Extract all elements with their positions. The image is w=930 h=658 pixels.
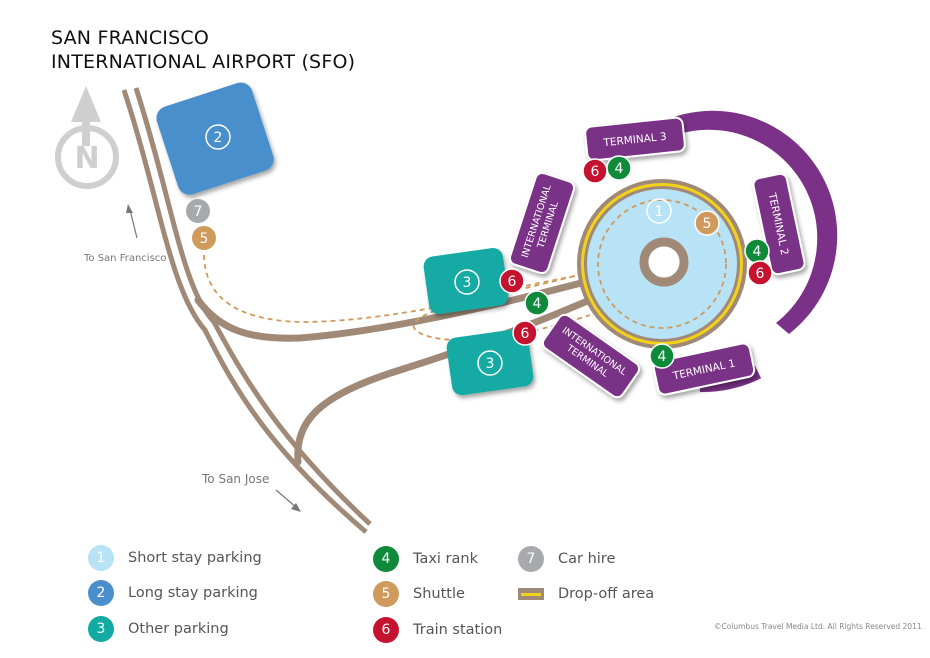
legend-short-stay-badge: 1 [88,545,114,571]
svg-text:4: 4 [615,161,624,177]
title-line-2: INTERNATIONAL AIRPORT (SFO) [51,51,356,73]
svg-text:7: 7 [194,204,203,220]
marker-taxi-t3[interactable]: 4 [606,155,632,181]
legend-train-label: Train station [413,622,503,638]
legend-train-badge: 6 [373,617,399,643]
other-parking-lot-north [423,248,509,314]
marker-train-intl-south[interactable]: 6 [512,320,538,346]
copyright-notice: ©Columbus Travel Media Ltd. All Rights R… [714,622,922,631]
legend-taxi-label: Taxi rank [413,551,478,567]
marker-train-intl-north[interactable]: 6 [499,268,525,294]
highway [121,87,372,534]
dropoff-swatch-icon [518,585,544,603]
compass-letter: N [74,141,99,176]
legend-shuttle-label: Shuttle [413,586,465,602]
svg-text:4: 4 [658,349,667,365]
marker-car-hire[interactable]: 7 [186,199,210,223]
legend-dropoff: Drop-off area [518,581,654,607]
marker-other-parking-north[interactable]: 3 [454,269,480,295]
marker-taxi-t2[interactable]: 4 [744,238,770,264]
legend-car-hire-label: Car hire [558,551,616,567]
svg-text:4: 4 [533,296,542,312]
marker-train-t3[interactable]: 6 [582,158,608,184]
marker-long-stay[interactable]: 2 [205,124,231,150]
map-title: SAN FRANCISCO INTERNATIONAL AIRPORT (SFO… [51,26,355,74]
legend-dropoff-label: Drop-off area [558,586,655,602]
long-stay-parking-lot [156,82,274,195]
terminal-3[interactable]: TERMINAL 3 [584,116,686,162]
arrow-to-sj-icon [275,489,301,512]
compass-icon: N [55,86,119,189]
legend-car-hire-badge: 7 [518,546,544,572]
marker-train-t2[interactable]: 6 [747,260,773,286]
other-parking-lot-south [446,328,534,396]
to-san-jose-label: To San Jose [201,472,269,486]
svg-text:5: 5 [703,216,712,232]
legend-long-stay-badge: 2 [88,580,114,606]
svg-text:1: 1 [655,204,664,220]
to-san-francisco-label: To San Francisco [83,253,166,264]
legend-long-stay-label: Long stay parking [128,585,258,601]
terminal-1[interactable]: TERMINAL 1 [652,342,756,396]
svg-text:6: 6 [521,326,530,342]
svg-text:3: 3 [463,275,472,291]
international-terminal-south[interactable]: INTERNATIONAL TERMINAL [540,312,642,400]
svg-text:6: 6 [756,266,765,282]
marker-shuttle-west[interactable]: 5 [192,226,216,250]
international-terminal-north[interactable]: INTERNATIONAL TERMINAL [508,171,576,275]
legend-other-parking: 3 Other parking [88,616,229,642]
legend-taxi: 4 Taxi rank [373,546,478,572]
marker-shuttle-center[interactable]: 5 [694,210,720,236]
svg-text:6: 6 [591,164,600,180]
marker-taxi-t1[interactable]: 4 [649,343,675,369]
legend-other-parking-badge: 3 [88,616,114,642]
svg-text:5: 5 [200,231,209,247]
svg-text:6: 6 [508,274,517,290]
svg-text:2: 2 [214,130,223,146]
legend-other-parking-label: Other parking [128,621,229,637]
terminal-2[interactable]: TERMINAL 2 [752,172,806,276]
title-line-1: SAN FRANCISCO [51,27,209,49]
legend-short-stay-label: Short stay parking [128,550,262,566]
legend-train: 6 Train station [373,617,502,643]
legend-shuttle-badge: 5 [373,581,399,607]
legend-taxi-badge: 4 [373,546,399,572]
legend-short-stay: 1 Short stay parking [88,545,262,571]
svg-text:4: 4 [753,244,762,260]
legend-long-stay: 2 Long stay parking [88,580,258,606]
legend-shuttle: 5 Shuttle [373,581,465,607]
marker-short-stay[interactable]: 1 [646,198,672,224]
arrow-to-sf-icon [126,204,138,239]
marker-other-parking-south[interactable]: 3 [477,350,503,376]
marker-taxi-intl[interactable]: 4 [524,290,550,316]
legend-car-hire: 7 Car hire [518,546,615,572]
svg-text:3: 3 [486,356,495,372]
access-roads [194,258,666,466]
